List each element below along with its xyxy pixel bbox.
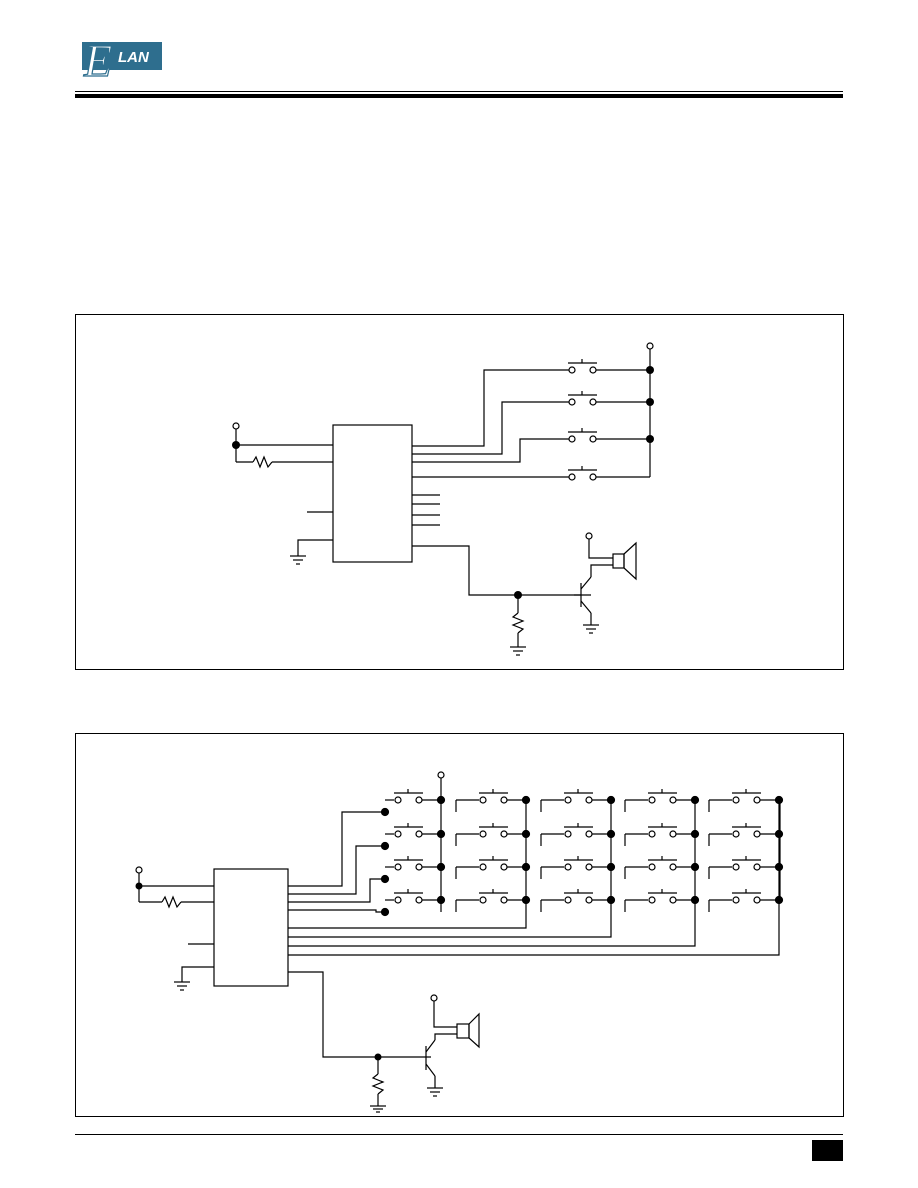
push-button-key-r4c2 bbox=[455, 889, 526, 912]
push-button-key-r3c2 bbox=[455, 856, 526, 879]
junction-dot-r1c5 bbox=[774, 795, 784, 805]
ground-symbol-resistor bbox=[510, 646, 526, 656]
push-button-key-r4c1 bbox=[385, 889, 441, 904]
push-button-key-4 bbox=[568, 466, 597, 481]
junction-dot-r4c3 bbox=[606, 895, 616, 905]
vdd-terminal-buzzer bbox=[430, 994, 438, 1002]
junction-dot-r1c1 bbox=[436, 795, 446, 805]
junction-dot-r2c4 bbox=[690, 829, 700, 839]
junction-dot-row-1 bbox=[380, 807, 390, 817]
junction-dots bbox=[232, 366, 654, 599]
logo-initial: E bbox=[83, 35, 112, 86]
junction-dot-vdd bbox=[135, 882, 143, 890]
circuit-diagram-matrix-key bbox=[135, 771, 784, 1113]
ground-symbol-transistor bbox=[427, 1087, 443, 1097]
push-button-key-r2c2 bbox=[455, 823, 526, 846]
logo-banner bbox=[82, 42, 162, 70]
ground-symbol-resistor bbox=[370, 1105, 386, 1113]
circuit-figure-matrix-key bbox=[75, 733, 844, 1117]
push-button-key-r1c2 bbox=[455, 789, 526, 812]
circuit-figure-single-key bbox=[75, 314, 844, 670]
push-button-key-r1c4 bbox=[624, 789, 695, 812]
push-button-key-r2c1 bbox=[385, 823, 441, 838]
junction-dot-r2c1 bbox=[436, 829, 446, 839]
vdd-terminal-keys bbox=[437, 771, 445, 779]
push-button-key-3 bbox=[568, 428, 597, 443]
vdd-terminal bbox=[135, 866, 143, 874]
junction-dot-r3c1 bbox=[436, 862, 446, 872]
push-button-key-2 bbox=[568, 391, 597, 406]
junction-dot-r2c3 bbox=[606, 829, 616, 839]
pulldown-resistor bbox=[371, 1073, 385, 1095]
junction-dot-r1c4 bbox=[690, 795, 700, 805]
vdd-terminal-buzzer bbox=[585, 532, 593, 540]
pulldown-resistor bbox=[511, 612, 525, 634]
npn-transistor bbox=[574, 576, 592, 614]
push-button-key-r2c5 bbox=[708, 823, 779, 846]
push-button-key-r4c4 bbox=[624, 889, 695, 912]
header-rule-thick bbox=[75, 94, 843, 98]
push-button-key-r4c5 bbox=[708, 889, 779, 912]
junction-dot-r2c5 bbox=[774, 829, 784, 839]
header-rule-thin bbox=[75, 91, 843, 92]
footer-rule bbox=[75, 1134, 843, 1135]
junction-dot-r4c4 bbox=[690, 895, 700, 905]
push-button-key-r2c4 bbox=[624, 823, 695, 846]
push-button-key-r3c1 bbox=[385, 856, 441, 871]
junction-dot-r4c2 bbox=[521, 895, 531, 905]
junction-dot-r1c2 bbox=[521, 795, 531, 805]
junction-dot-r3c3 bbox=[606, 862, 616, 872]
ground-symbol-ic bbox=[290, 555, 306, 565]
ground-symbol-transistor bbox=[583, 624, 599, 634]
circuit-diagram-single-key bbox=[232, 342, 654, 656]
ic-body bbox=[332, 424, 413, 563]
ground-symbol-ic bbox=[174, 981, 190, 991]
push-button-key-r1c3 bbox=[540, 789, 611, 812]
junction-dot-r1c3 bbox=[606, 795, 616, 805]
reset-resistor bbox=[252, 455, 273, 469]
push-button-key-r3c4 bbox=[624, 856, 695, 879]
junction-dot-row-3 bbox=[380, 874, 390, 884]
speaker-icon bbox=[612, 541, 637, 581]
vdd-terminal bbox=[232, 422, 240, 430]
junction-dot-r4c1 bbox=[436, 895, 446, 905]
push-button-key-r1c1 bbox=[385, 789, 441, 804]
vdd-terminal-keys bbox=[646, 342, 654, 350]
push-button-key-r3c5 bbox=[708, 856, 779, 879]
junction-dot-r2c2 bbox=[521, 829, 531, 839]
npn-transistor bbox=[425, 1039, 436, 1077]
speaker-icon bbox=[456, 1012, 480, 1049]
junction-dot-r3c2 bbox=[521, 862, 531, 872]
push-button-key-r1c5 bbox=[708, 789, 779, 812]
push-button-key-r3c3 bbox=[540, 856, 611, 879]
ic-body bbox=[213, 868, 289, 987]
junction-dot-r3c4 bbox=[690, 862, 700, 872]
logo-text: LAN bbox=[118, 49, 150, 66]
junction-dot-buzzer bbox=[374, 1053, 382, 1061]
elan-logo: LAN E bbox=[78, 30, 168, 90]
push-button-key-r2c3 bbox=[540, 823, 611, 846]
junction-dot-row-2 bbox=[380, 841, 390, 851]
junction-dot-r3c5 bbox=[774, 862, 784, 872]
reset-resistor bbox=[161, 895, 182, 909]
page-number-tab bbox=[812, 1140, 843, 1161]
junction-dot-row-4 bbox=[380, 907, 390, 917]
junction-dot-r4c5 bbox=[774, 895, 784, 905]
push-button-key-r4c3 bbox=[540, 889, 611, 912]
push-button-key-1 bbox=[568, 359, 597, 374]
